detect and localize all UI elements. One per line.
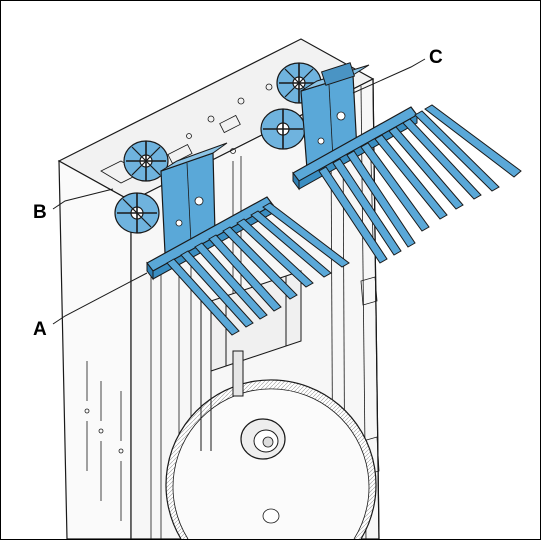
callout-label-c: C <box>429 47 443 68</box>
leader-lines <box>52 58 426 325</box>
leader-line-b <box>52 188 114 210</box>
rake-assembly-c <box>260 62 522 264</box>
rake-assembly-a <box>114 140 350 336</box>
carriage <box>200 270 302 451</box>
callout-label-a: A <box>33 319 47 340</box>
leader-line-a <box>52 272 148 325</box>
callout-label-b: B <box>33 202 47 223</box>
leader-line-c <box>352 58 426 94</box>
blade-disc <box>165 379 377 539</box>
